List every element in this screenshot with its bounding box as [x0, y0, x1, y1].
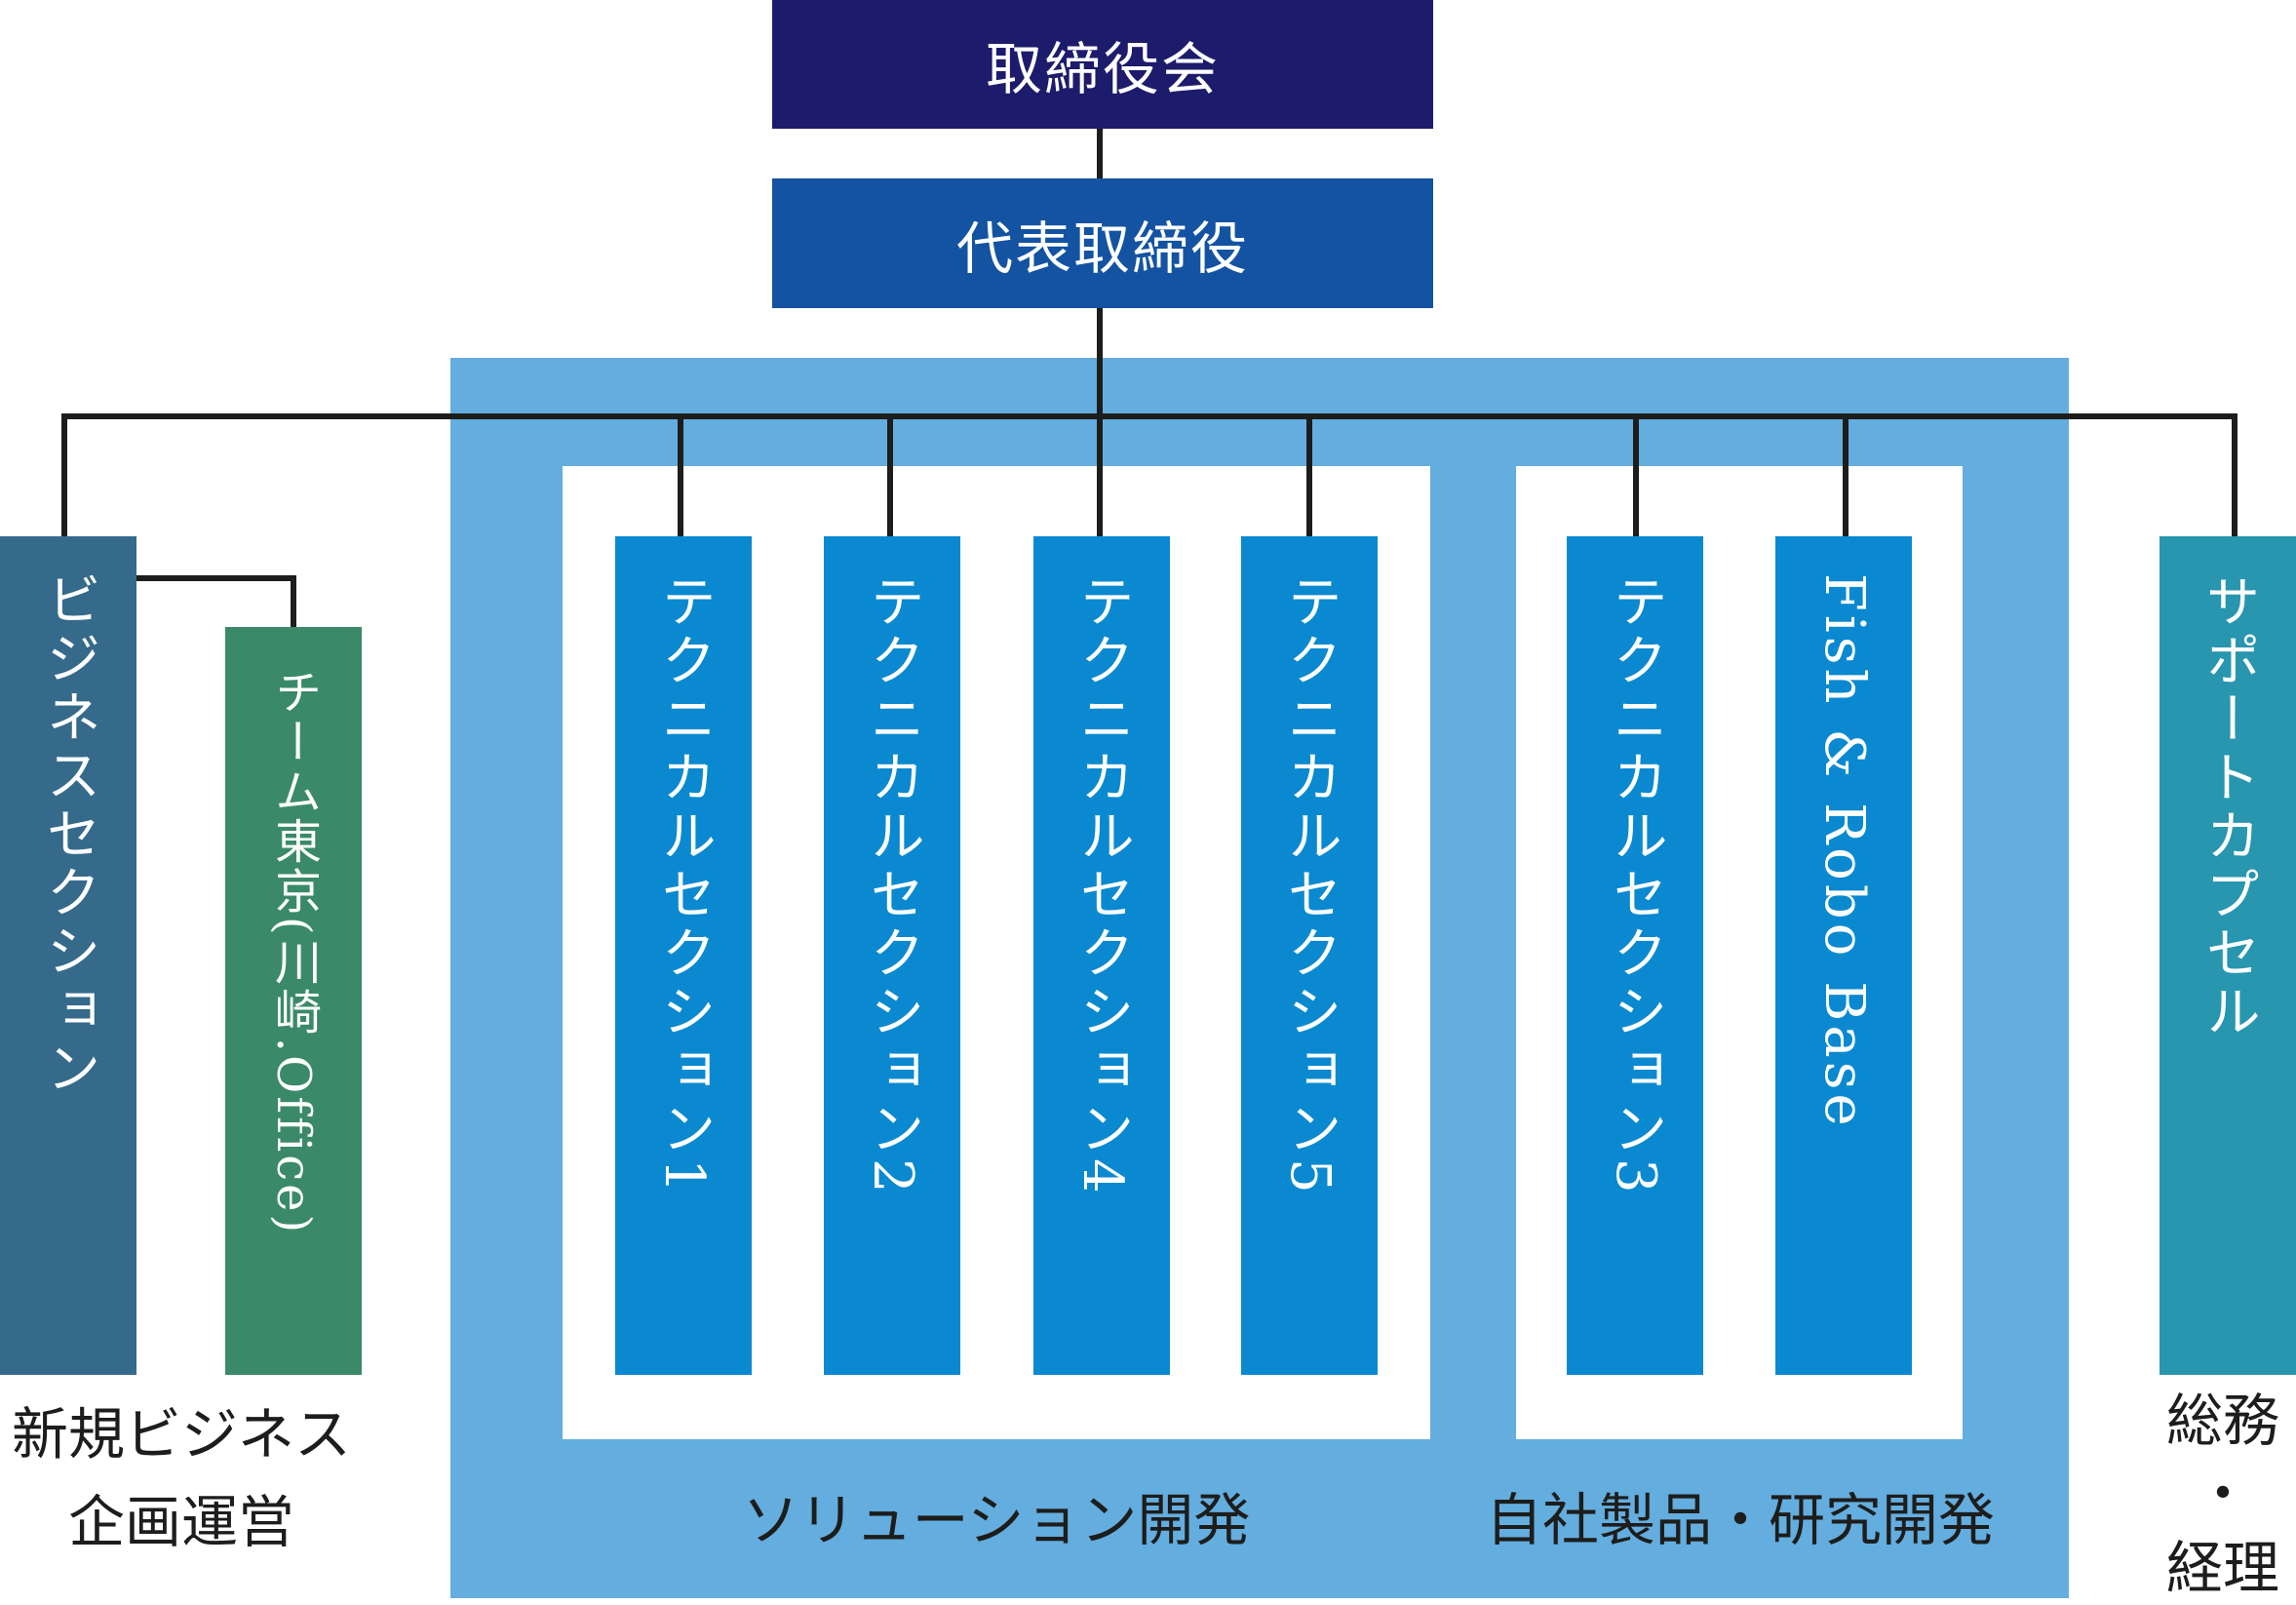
connector-board-ceo: [1097, 127, 1103, 180]
business-section-label: ビジネスセクション: [37, 571, 100, 1098]
board-label: 取締役会: [985, 36, 1220, 102]
business-section-box: ビジネスセクション: [0, 536, 136, 1375]
technical-section-2-box: テクニカルセクション2: [824, 536, 960, 1375]
connector-drop-section-1: [678, 413, 683, 538]
admin-caption: 総務 ・ 経理: [2165, 1388, 2279, 1601]
solution-caption: ソリューション開発: [742, 1487, 1251, 1553]
connector-bus-horizontal: [61, 413, 2238, 419]
rnd-caption: 自社製品・研究開発: [1485, 1487, 1995, 1553]
new-business-caption: 新規ビジネス 企画運営: [11, 1401, 351, 1555]
connector-drop-section-4: [1097, 413, 1103, 538]
technical-section-5-label: テクニカルセクション5: [1278, 573, 1342, 1197]
fish-robo-base-label: Fish & Robo Base: [1812, 573, 1876, 1130]
technical-section-4-box: テクニカルセクション4: [1033, 536, 1170, 1375]
support-capsule-label: サポートカプセル: [2197, 573, 2260, 1041]
support-capsule-box: サポートカプセル: [2160, 536, 2296, 1375]
ceo-box: 代表取締役: [772, 178, 1433, 308]
technical-section-5-box: テクニカルセクション5: [1241, 536, 1378, 1375]
technical-section-3-label: テクニカルセクション3: [1604, 573, 1667, 1197]
connector-drop-section-2: [887, 413, 893, 538]
technical-section-1-box: テクニカルセクション1: [615, 536, 752, 1375]
connector-drop-section-5: [1306, 413, 1312, 538]
board-box: 取締役会: [772, 0, 1433, 129]
connector-drop-business: [61, 413, 67, 538]
technical-section-4-label: テクニカルセクション4: [1070, 573, 1134, 1197]
connector-ceo-bus: [1097, 306, 1103, 416]
technical-section-2-label: テクニカルセクション2: [861, 573, 924, 1197]
team-tokyo-label: チーム東京(川崎.Office): [266, 668, 321, 1236]
team-tokyo-box: チーム東京(川崎.Office): [225, 627, 362, 1375]
connector-business-team-h: [135, 575, 296, 581]
connector-business-team-v: [291, 575, 296, 629]
connector-drop-fish-robo: [1843, 413, 1848, 538]
technical-section-1-label: テクニカルセクション1: [652, 573, 716, 1197]
connector-drop-section-3: [1633, 413, 1639, 538]
technical-section-3-box: テクニカルセクション3: [1567, 536, 1703, 1375]
ceo-label: 代表取締役: [955, 215, 1249, 282]
fish-robo-base-box: Fish & Robo Base: [1775, 536, 1912, 1375]
connector-drop-support: [2232, 413, 2238, 538]
